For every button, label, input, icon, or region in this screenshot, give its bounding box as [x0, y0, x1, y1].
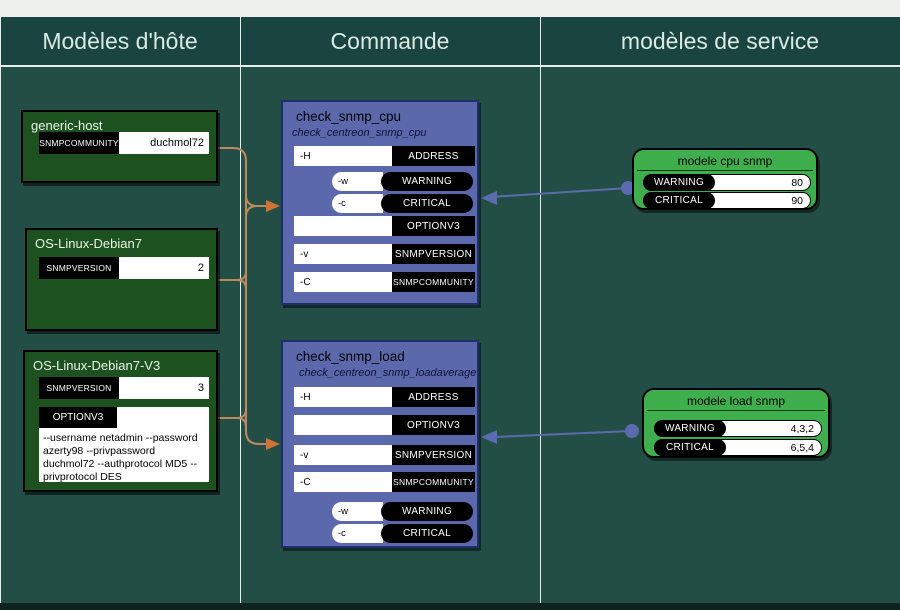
- arg-flag: [294, 415, 392, 435]
- threshold-value: 90: [791, 194, 803, 207]
- arg-flag: -c: [332, 524, 383, 543]
- arg-flag: -H: [294, 146, 392, 166]
- arrowhead-into-cpu-command: [481, 191, 497, 205]
- grid-line-col2-col3: [540, 17, 541, 603]
- arg-flag: -v: [294, 445, 392, 465]
- command-arg-row: -H ADDRESS: [294, 146, 475, 166]
- command-arg-row: -C SNMPCOMMUNITY: [294, 472, 475, 492]
- link-modele-load-snmp: [493, 430, 633, 438]
- threshold-row: CRITICAL 6,5,4: [654, 439, 822, 456]
- threshold-value: 4,3,2: [790, 422, 814, 435]
- arg-macro: SNMPVERSION: [392, 445, 475, 465]
- host-template-title: generic-host: [31, 118, 103, 133]
- arg-macro: WARNING: [381, 502, 473, 521]
- arg-macro: OPTIONV3: [392, 216, 475, 236]
- arg-flag: -v: [294, 244, 392, 264]
- arg-macro: ADDRESS: [392, 387, 475, 407]
- macro-value: 2: [119, 257, 209, 279]
- column-header-host-templates: Modèles d'hôte: [42, 28, 198, 54]
- threshold-value: 80: [791, 176, 803, 189]
- link-debian7-v3-junction: [218, 408, 247, 428]
- threshold-row: CRITICAL 90: [643, 192, 811, 209]
- column-header-service-templates: modèles de service: [620, 28, 820, 54]
- arg-flag: -c: [332, 194, 383, 213]
- command-arg-row: -H ADDRESS: [294, 387, 475, 407]
- macro-row: SNMPVERSION 3: [39, 377, 209, 399]
- command-arg-row: -c CRITICAL: [332, 194, 473, 213]
- command-check-snmp-cpu: check_snmp_cpu check_centreon_snmp_cpu -…: [281, 100, 479, 305]
- macro-value: 3: [119, 377, 209, 399]
- command-line-name: check_centreon_snmp_cpu: [292, 127, 427, 139]
- arg-flag: -C: [294, 272, 392, 292]
- command-arg-row: -c CRITICAL: [332, 524, 473, 543]
- macro-name: SNMPVERSION: [39, 257, 119, 279]
- service-template-modele-cpu-snmp: modele cpu snmp WARNING 80 CRITICAL 90: [632, 148, 818, 210]
- optionv3-value: --username netadmin --password azerty98 …: [43, 432, 198, 483]
- arg-flag: [294, 216, 392, 236]
- macro-row: SNMPVERSION 2: [39, 257, 209, 279]
- page-bottom-border: [0, 603, 900, 610]
- link-debian7-junction: [218, 270, 247, 290]
- command-check-snmp-load: check_snmp_load check_centreon_snmp_load…: [281, 340, 479, 548]
- host-template-os-linux-debian7: OS-Linux-Debian7 SNMPVERSION 2: [25, 228, 218, 331]
- service-template-title: modele cpu snmp: [637, 150, 813, 171]
- host-template-title: OS-Linux-Debian7: [35, 236, 142, 251]
- arg-macro: WARNING: [381, 172, 473, 191]
- host-template-os-linux-debian7-v3: OS-Linux-Debian7-V3 SNMPVERSION 3 OPTION…: [23, 350, 218, 492]
- arg-macro: SNMPVERSION: [392, 244, 475, 264]
- command-arg-row: -w WARNING: [332, 172, 473, 191]
- command-line-name: check_centreon_snmp_loadaverage: [299, 367, 477, 379]
- macro-name: SNMPCOMMUNITY: [39, 132, 119, 154]
- link-dot-modele-cpu-snmp: [621, 181, 635, 195]
- arg-macro: SNMPCOMMUNITY: [392, 272, 475, 292]
- host-template-generic-host: generic-host SNMPCOMMUNITY duchmol72: [21, 110, 218, 183]
- arg-flag: -C: [294, 472, 392, 492]
- arg-flag: -w: [332, 172, 383, 191]
- grid-line-col1-col2: [240, 17, 241, 603]
- command-arg-row: -C SNMPCOMMUNITY: [294, 272, 475, 292]
- arg-macro: CRITICAL: [381, 194, 473, 213]
- arg-macro: ADDRESS: [392, 146, 475, 166]
- service-template-modele-load-snmp: modele load snmp WARNING 4,3,2 CRITICAL …: [642, 388, 830, 458]
- service-template-title: modele load snmp: [647, 390, 825, 411]
- arrowhead-into-load-command: [481, 430, 497, 444]
- command-arg-row: OPTIONV3: [294, 216, 475, 236]
- host-template-title: OS-Linux-Debian7-V3: [33, 358, 161, 373]
- threshold-name: CRITICAL: [654, 439, 726, 456]
- command-arg-row: -v SNMPVERSION: [294, 445, 475, 465]
- column-header-commands: Commande: [330, 28, 450, 54]
- arrowhead-into-check-snmp-load: [266, 438, 280, 450]
- column-header-band: [0, 17, 900, 67]
- arg-macro: SNMPCOMMUNITY: [392, 472, 475, 492]
- macro-name: OPTIONV3: [39, 407, 117, 428]
- link-dot-modele-load-snmp: [625, 424, 639, 438]
- macro-name: SNMPVERSION: [39, 377, 119, 399]
- command-arg-row: -v SNMPVERSION: [294, 244, 475, 264]
- threshold-name: CRITICAL: [643, 192, 715, 209]
- threshold-name: WARNING: [643, 174, 715, 191]
- arg-macro: CRITICAL: [381, 524, 473, 543]
- arg-macro: OPTIONV3: [392, 415, 475, 435]
- grid-line-left: [0, 17, 1, 603]
- arg-flag: -H: [294, 387, 392, 407]
- command-arg-row: -w WARNING: [332, 502, 473, 521]
- threshold-row: WARNING 4,3,2: [654, 420, 822, 437]
- optionv3-block: OPTIONV3 --username netadmin --password …: [39, 407, 209, 483]
- link-modele-cpu-snmp: [489, 187, 629, 198]
- arg-flag: -w: [332, 502, 383, 521]
- threshold-value: 6,5,4: [790, 441, 814, 454]
- arrowhead-into-check-snmp-cpu: [266, 200, 280, 212]
- link-generic-host-trunk: [218, 147, 267, 445]
- branch-to-check-snmp-cpu: [245, 194, 267, 218]
- command-arg-row: OPTIONV3: [294, 415, 475, 435]
- threshold-name: WARNING: [654, 420, 726, 437]
- threshold-row: WARNING 80: [643, 174, 811, 191]
- macro-value: duchmol72: [119, 132, 209, 154]
- page-top-margin: [0, 0, 900, 17]
- command-title: check_snmp_load: [296, 349, 405, 364]
- command-title: check_snmp_cpu: [296, 109, 402, 124]
- macro-row: SNMPCOMMUNITY duchmol72: [39, 132, 209, 154]
